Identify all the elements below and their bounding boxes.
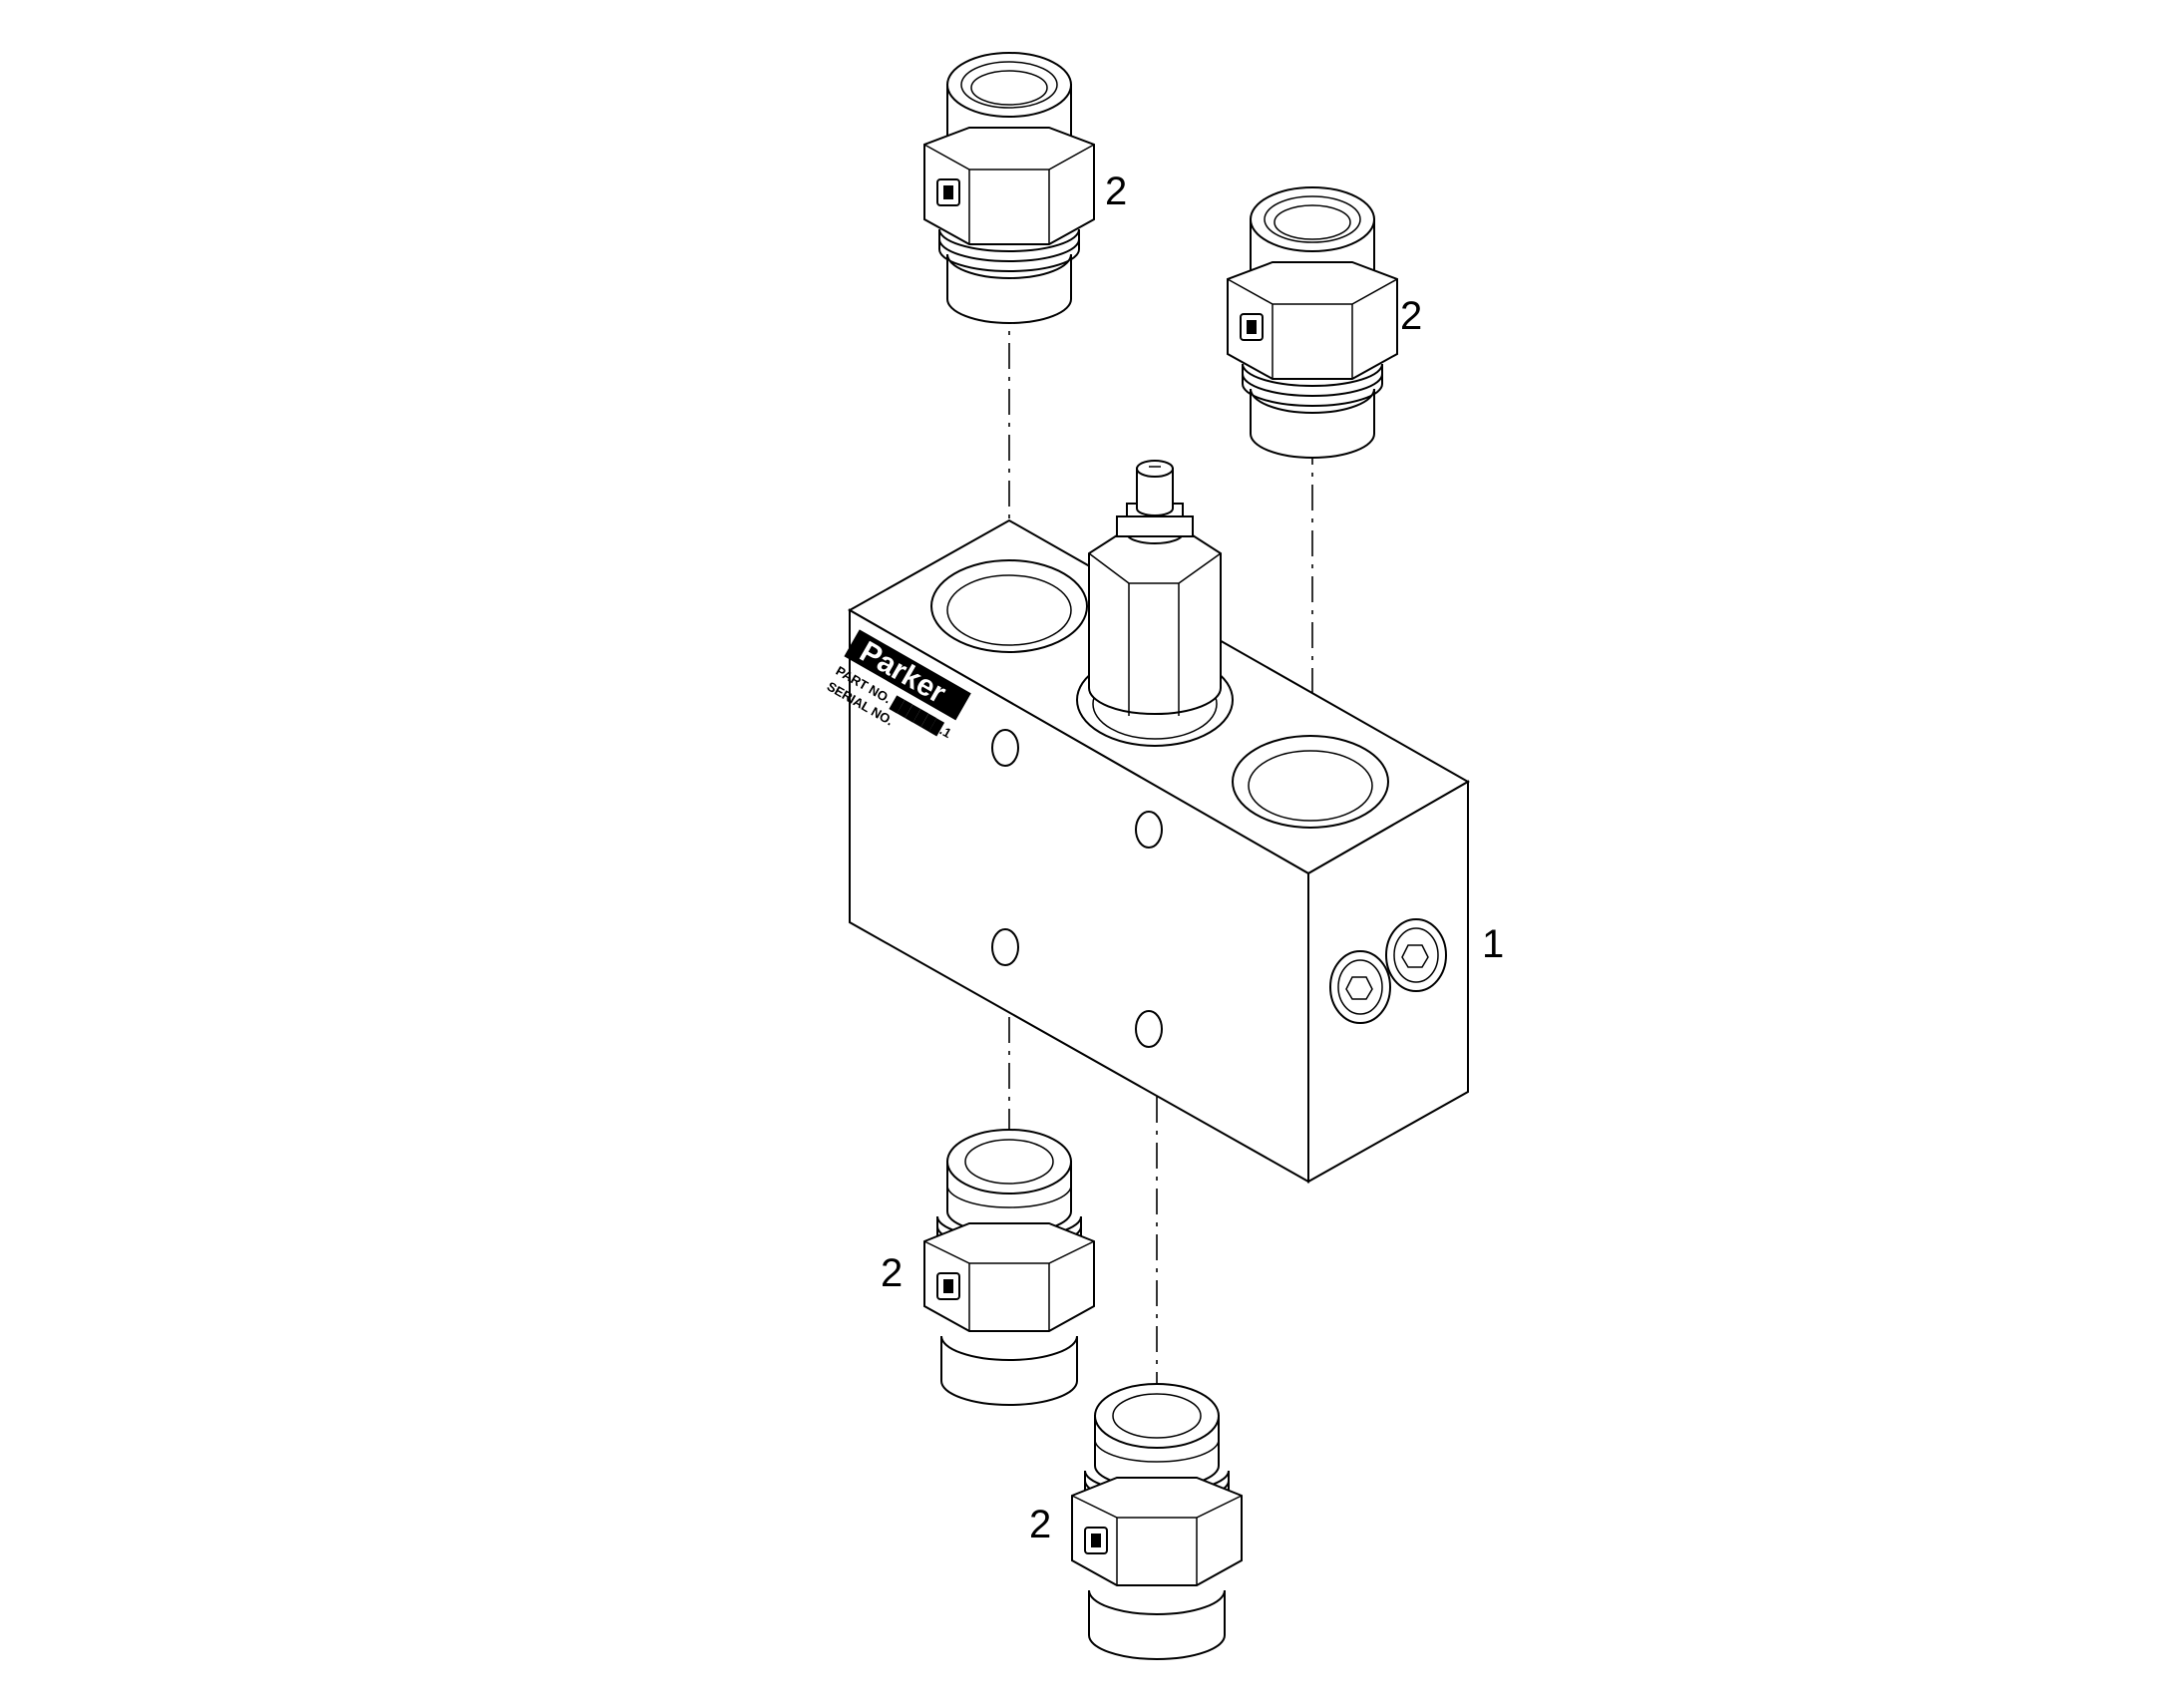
- hex-socket-plug-2: [1385, 918, 1447, 992]
- hex-socket-plug-1: [1329, 950, 1391, 1024]
- fitting-bottom-left[interactable]: [923, 1129, 1095, 1406]
- port-left: [930, 559, 1088, 653]
- callout-fitting-top-left: 2: [1105, 170, 1127, 213]
- cartridge-valve[interactable]: [1088, 460, 1222, 716]
- mounting-holes: [991, 729, 1163, 1048]
- fitting-top-left[interactable]: [923, 52, 1095, 324]
- callout-fitting-top-right: 2: [1400, 294, 1422, 338]
- callout-fitting-bottom-right: 2: [1029, 1503, 1051, 1546]
- callout-fitting-bottom-left: 2: [881, 1251, 903, 1295]
- fitting-top-right[interactable]: [1227, 186, 1398, 459]
- callout-manifold: 1: [1482, 922, 1504, 966]
- fitting-bottom-right[interactable]: [1071, 1383, 1243, 1660]
- port-right: [1232, 735, 1389, 829]
